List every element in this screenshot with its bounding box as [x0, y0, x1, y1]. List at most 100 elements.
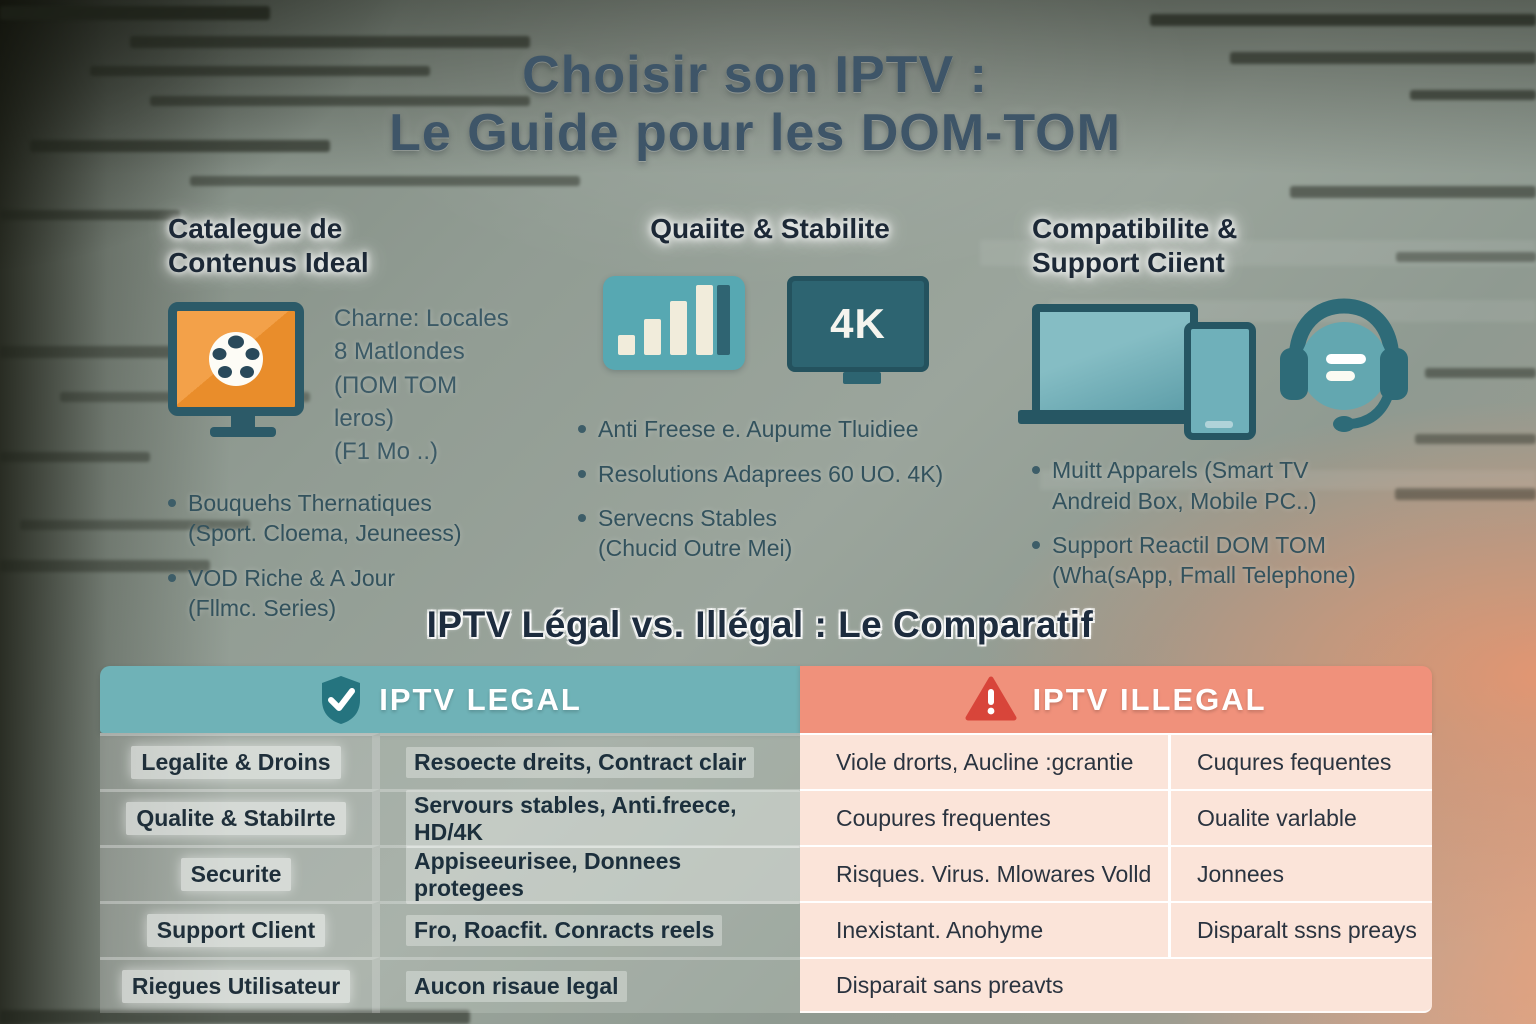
- comparison-table: IPTV LEGAL IPTV ILLEGAL Legalite & Droin…: [100, 666, 1432, 1013]
- signal-bar: [618, 335, 635, 356]
- illegal-text: Jonnees: [1197, 860, 1284, 887]
- tv-film-reel-icon: [168, 302, 318, 438]
- glitch-streak: [0, 6, 270, 20]
- illegal-cell: Jonnees: [1168, 845, 1432, 901]
- illegal-header-label: IPTV ILLEGAL: [1032, 681, 1267, 717]
- illegal-cell: Cuqures fequentes: [1168, 733, 1432, 789]
- table-row: Qualite & Stabilrte Servours stables, An…: [100, 789, 1432, 848]
- glitch-streak: [130, 36, 530, 48]
- bullet-dot: [578, 513, 586, 522]
- light-smear: [1040, 470, 1536, 490]
- list-item: Anti Freese e. Aupume Tluidiee: [578, 414, 980, 444]
- film-reel-icon: [209, 332, 263, 387]
- criteria-cell: Legalite & Droins: [100, 733, 380, 789]
- legal-cell: Appiseeurisee, Donnees protegees: [380, 845, 800, 904]
- illegal-text: Coupures frequentes: [836, 804, 1051, 831]
- signal-bar: [644, 319, 661, 356]
- illegal-cell: Inexistant. Anohyme: [800, 901, 1168, 957]
- feature-compatibility-heading: Compatibilite & Support Ciient: [1032, 213, 1238, 279]
- illegal-text: Oualite varlable: [1197, 804, 1357, 831]
- list-item-text: Resolutions Adaprees 60 UO. 4K): [598, 460, 944, 487]
- legal-header-label: IPTV LEGAL: [379, 681, 582, 717]
- illegal-cell: Risques. Virus. Mlowares Volld: [800, 845, 1168, 901]
- list-item-text: Anti Freese e. Aupume Tluidiee: [598, 416, 919, 443]
- list-item-text: Servecns Stables (Chucid Outre Mei): [598, 504, 793, 562]
- feature-quality: Quaiite & Stabilite 4K Anti Freese e. Au…: [560, 212, 980, 564]
- list-item: Bouquehs Thernatiques (Sport. Cloema, Je…: [168, 488, 520, 549]
- feature-catalogue-intro: Charne: Locales 8 Matlondes (ΠOM TOM ler…: [334, 305, 509, 465]
- 4k-monitor-icon: 4K: [787, 276, 937, 385]
- legal-text: Appiseeurisee, Donnees protegees: [406, 845, 800, 904]
- glitch-streak: [0, 346, 190, 358]
- illegal-cell-span: Disparait sans preavts: [800, 957, 1432, 1013]
- glitch-streak: [30, 140, 330, 152]
- headset-icon: [1274, 284, 1414, 439]
- criteria-cell: Qualite & Stabilrte: [100, 789, 380, 845]
- table-row: Riegues Utilisateur Aucon risaue legal D…: [100, 957, 1432, 1013]
- bullet-dot: [578, 425, 586, 434]
- 4k-monitor-screen: 4K: [787, 276, 929, 373]
- table-row: Securite Appiseeurisee, Donnees protegee…: [100, 845, 1432, 904]
- feature-catalogue: Catalegue de Contenus Ideal Charne: Loc: [168, 212, 520, 623]
- illegal-text: Inexistant. Anohyme: [836, 916, 1044, 943]
- criteria-text: Legalite & Droins: [131, 746, 341, 779]
- list-item-text: Support Reactil DOM TOM (Wha(sApp, Fmall…: [1052, 532, 1356, 589]
- bullet-dot: [1032, 466, 1040, 475]
- table-row: Legalite & Droins Resoecte dreits, Contr…: [100, 733, 1432, 789]
- signal-bars-icon: [603, 276, 745, 371]
- glitch-streak: [0, 210, 180, 220]
- list-item: Muitt Apparels (Smart TV Andreid Box, Mo…: [1032, 455, 1484, 516]
- bullet-dot: [168, 498, 176, 507]
- tablet-home-bar: [1205, 421, 1233, 429]
- legal-cell: Resoecte dreits, Contract clair: [380, 733, 800, 789]
- tv-stand-neck: [231, 416, 255, 428]
- criteria-cell: Riegues Utilisateur: [100, 957, 380, 1013]
- illegal-cell: Coupures frequentes: [800, 789, 1168, 845]
- legal-text: Fro, Roacfit. Conracts reels: [406, 915, 723, 946]
- illegal-text: Disparait sans preavts: [836, 971, 1064, 998]
- page-title-line1: Choisir son IPTV :: [522, 46, 988, 104]
- laptop-base: [1018, 410, 1214, 425]
- glitch-streak: [20, 520, 250, 530]
- feature-compatibility: Compatibilite & Support Ciient: [1018, 212, 1484, 591]
- criteria-text: Qualite & Stabilrte: [126, 802, 346, 835]
- glitch-streak: [0, 560, 210, 572]
- glitch-streak: [1395, 488, 1536, 500]
- headset-svg: [1280, 298, 1408, 433]
- illegal-text: Viole drorts, Aucline :gcrantie: [836, 748, 1134, 775]
- illegal-cell: Disparalt ssns preays: [1168, 901, 1432, 957]
- warning-icon: [965, 676, 1017, 721]
- legal-cell: Servours stables, Anti.freece, HD/4K: [380, 789, 800, 848]
- page-title-line2: Le Guide pour les DOM-TOM: [389, 104, 1121, 163]
- illegal-header: IPTV ILLEGAL: [800, 666, 1432, 733]
- legal-cell: Aucon risaue legal: [380, 957, 800, 1013]
- 4k-label: 4K: [830, 300, 886, 348]
- criteria-text: Support Client: [146, 914, 326, 947]
- tv-stand-base: [210, 427, 276, 438]
- criteria-text: Securite: [180, 858, 292, 891]
- glitch-streak: [0, 452, 150, 462]
- legal-cell: Fro, Roacfit. Conracts reels: [380, 901, 800, 957]
- legal-text: Resoecte dreits, Contract clair: [406, 747, 755, 778]
- bullet-dot: [1032, 541, 1040, 550]
- glitch-streak: [1396, 252, 1536, 262]
- criteria-cell: Support Client: [100, 901, 380, 957]
- signal-bar: [670, 301, 687, 356]
- criteria-text: Riegues Utilisateur: [121, 970, 351, 1003]
- 4k-monitor-stand: [843, 372, 881, 385]
- list-item: VOD Riche & A Jour (Fllmc. Series): [168, 563, 520, 624]
- legal-text: Servours stables, Anti.freece, HD/4K: [406, 789, 800, 848]
- list-item-text: Bouquehs Thernatiques (Sport. Cloema, Je…: [188, 489, 462, 547]
- glitch-streak: [1290, 186, 1536, 198]
- list-item-text: VOD Riche & A Jour (Fllmc. Series): [188, 564, 396, 621]
- glitch-streak: [1415, 434, 1536, 444]
- list-item: Support Reactil DOM TOM (Wha(sApp, Fmall…: [1032, 530, 1484, 591]
- signal-bar: [696, 285, 713, 356]
- table-row: Support Client Fro, Roacfit. Conracts re…: [100, 901, 1432, 957]
- list-item: Resolutions Adaprees 60 UO. 4K): [578, 459, 980, 489]
- table-header-row: IPTV LEGAL IPTV ILLEGAL: [100, 666, 1432, 733]
- glitch-streak: [1425, 368, 1536, 378]
- bullet-dot: [578, 469, 586, 478]
- tv-screen: [168, 302, 304, 417]
- tablet-icon: [1184, 322, 1256, 441]
